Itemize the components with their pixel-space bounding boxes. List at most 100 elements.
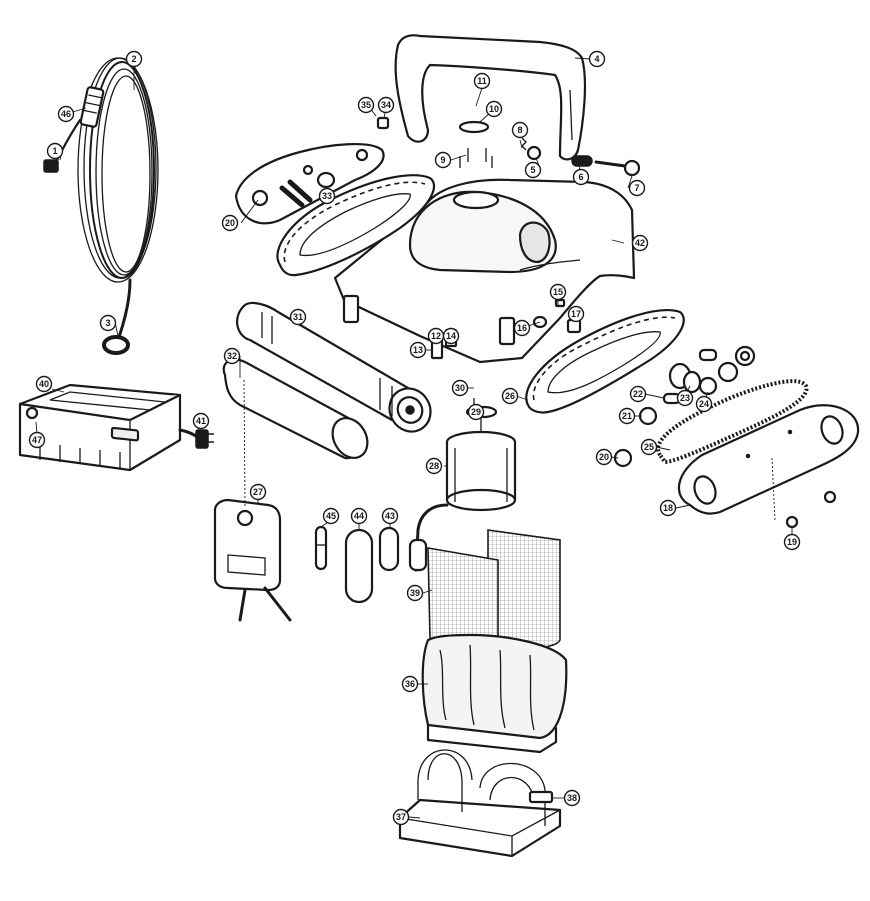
svg-text:45: 45: [326, 511, 336, 521]
svg-text:17: 17: [571, 309, 581, 319]
svg-text:1: 1: [52, 146, 57, 156]
svg-text:20: 20: [599, 452, 609, 462]
callout-6: 6: [572, 168, 590, 186]
svg-text:23: 23: [680, 393, 690, 403]
callout-9: 9: [434, 151, 452, 169]
callout-20-right: 20: [595, 448, 613, 466]
svg-text:9: 9: [440, 155, 445, 165]
svg-text:4: 4: [594, 54, 599, 64]
small-cylinder-parts: [314, 525, 400, 604]
upper-track-part: [276, 174, 436, 277]
svg-text:12: 12: [431, 331, 441, 341]
callout-15: 15: [549, 283, 567, 301]
callout-44: 44: [350, 507, 368, 525]
callout-2: 2: [125, 50, 143, 68]
motor-part: [408, 405, 517, 572]
svg-text:5: 5: [530, 165, 535, 175]
coiled-cable-part: [43, 57, 159, 355]
callout-28: 28: [425, 457, 443, 475]
callout-31: 31: [289, 308, 307, 326]
svg-text:2: 2: [131, 54, 136, 64]
robot-body-part: [333, 178, 636, 364]
callout-21: 21: [618, 407, 636, 425]
svg-text:46: 46: [61, 109, 71, 119]
svg-text:14: 14: [446, 331, 456, 341]
callout-22: 22: [629, 385, 647, 403]
left-side-plate-part: [234, 142, 385, 225]
handle-part: [394, 34, 587, 161]
callout-47: 47: [28, 431, 46, 449]
control-box-part: [213, 498, 292, 622]
svg-text:42: 42: [635, 238, 645, 248]
svg-text:19: 19: [787, 537, 797, 547]
callout-1: 1: [46, 142, 64, 160]
callout-38: 38: [563, 789, 581, 807]
callout-14: 14: [442, 327, 460, 345]
svg-text:13: 13: [413, 345, 423, 355]
callout-37: 37: [392, 808, 410, 826]
callout-26: 26: [501, 387, 519, 405]
callout-19: 19: [783, 533, 801, 551]
callout-32: 32: [223, 347, 241, 365]
callout-23: 23: [676, 389, 694, 407]
callout-33: 33: [318, 187, 336, 205]
callout-34: 34: [377, 96, 395, 114]
svg-text:39: 39: [410, 588, 420, 598]
svg-text:40: 40: [39, 379, 49, 389]
callout-42: 42: [631, 234, 649, 252]
callout-13: 13: [409, 341, 427, 359]
svg-text:10: 10: [489, 104, 499, 114]
svg-text:11: 11: [477, 76, 487, 86]
callout-46: 46: [57, 105, 75, 123]
svg-text:41: 41: [196, 416, 206, 426]
svg-text:6: 6: [578, 172, 583, 182]
svg-text:30: 30: [455, 383, 465, 393]
svg-text:47: 47: [32, 435, 42, 445]
callout-3: 3: [99, 314, 117, 332]
svg-text:21: 21: [622, 411, 632, 421]
callout-11: 11: [473, 72, 491, 90]
svg-text:29: 29: [471, 407, 481, 417]
svg-text:18: 18: [663, 503, 673, 513]
callout-45: 45: [322, 507, 340, 525]
callout-4: 4: [588, 50, 606, 68]
svg-text:20: 20: [225, 218, 235, 228]
svg-text:16: 16: [517, 323, 527, 333]
callout-10: 10: [485, 100, 503, 118]
callout-12: 12: [427, 327, 445, 345]
svg-text:27: 27: [253, 487, 263, 497]
callout-17: 17: [567, 305, 585, 323]
callout-8: 8: [511, 121, 529, 139]
callout-30: 30: [451, 379, 469, 397]
callout-labels: 1 2 3 4 5 6 7 8 9 10 11 12 13 14 15 16 1…: [28, 50, 801, 826]
callout-16: 16: [513, 319, 531, 337]
svg-text:35: 35: [361, 100, 371, 110]
filter-bag-part: [421, 633, 568, 754]
svg-text:25: 25: [644, 442, 654, 452]
callout-43: 43: [381, 507, 399, 525]
gear-set-part: [613, 345, 756, 468]
svg-text:44: 44: [354, 511, 364, 521]
lower-track-part: [525, 309, 685, 414]
svg-text:15: 15: [553, 287, 563, 297]
callout-18: 18: [659, 499, 677, 517]
callout-5: 5: [524, 161, 542, 179]
drive-belt-part: [656, 379, 809, 465]
callout-24: 24: [695, 395, 713, 413]
callout-36: 36: [401, 675, 419, 693]
callout-29: 29: [467, 403, 485, 421]
svg-text:8: 8: [517, 125, 522, 135]
svg-text:43: 43: [385, 511, 395, 521]
svg-text:31: 31: [293, 312, 303, 322]
brush-roller-part: [236, 301, 432, 433]
callout-25: 25: [640, 438, 658, 456]
filter-frame-part: [398, 749, 562, 858]
svg-text:34: 34: [381, 100, 391, 110]
svg-text:7: 7: [634, 183, 639, 193]
svg-text:3: 3: [105, 318, 110, 328]
svg-text:24: 24: [699, 399, 709, 409]
foam-roller-part: [222, 358, 369, 460]
callout-7: 7: [628, 179, 646, 197]
svg-text:37: 37: [396, 812, 406, 822]
